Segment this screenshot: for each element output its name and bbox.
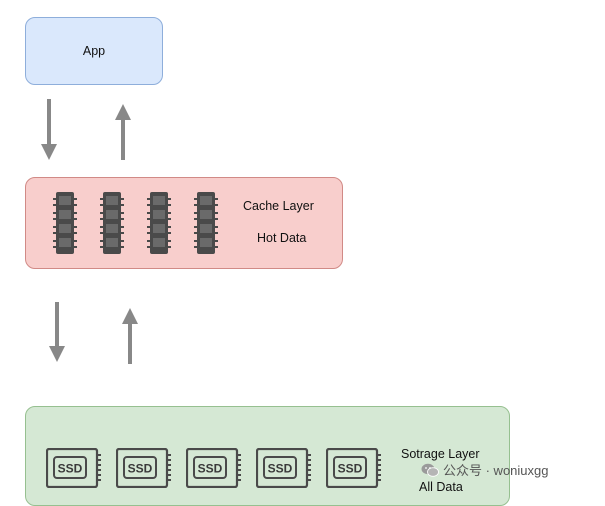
- ssd-label: SSD: [128, 462, 153, 476]
- arrow-down-app-to-cache: [41, 99, 57, 160]
- ssd-label: SSD: [58, 462, 83, 476]
- storage-layer-node: SSD SSD SSD SSD SSD Sotrage Layer All Data: [25, 406, 510, 506]
- app-label: App: [82, 44, 106, 58]
- arrows-layer: [41, 99, 138, 364]
- watermark: 公众号 · woniuxgg: [421, 460, 548, 479]
- watermark-text: 公众号 · woniuxgg: [443, 463, 549, 478]
- arrow-down-cache-to-storage: [49, 302, 65, 362]
- memory-modules: [52, 191, 218, 254]
- ssd-drive-icon: SSD: [186, 448, 241, 488]
- cache-layer-node: Cache Layer Hot Data: [25, 177, 343, 269]
- storage-layer-title: Sotrage Layer: [401, 447, 480, 461]
- app-node: App: [25, 17, 163, 85]
- ssd-label: SSD: [198, 462, 223, 476]
- cache-layer-title: Cache Layer: [243, 199, 314, 213]
- memory-module-icon: [193, 191, 218, 254]
- ssd-label: SSD: [338, 462, 363, 476]
- ssd-label: SSD: [268, 462, 293, 476]
- ssd-drive-icon: SSD: [256, 448, 311, 488]
- memory-module-icon: [146, 191, 171, 254]
- storage-layer-subtitle: All Data: [419, 480, 463, 494]
- arrow-up-cache-to-app: [115, 104, 131, 160]
- memory-module-icon: [52, 191, 77, 254]
- cache-layer-subtitle: Hot Data: [257, 231, 307, 245]
- ssd-drive-icon: SSD: [116, 448, 171, 488]
- ssd-drive-icon: SSD: [326, 448, 381, 488]
- memory-module-icon: [99, 191, 124, 254]
- arrow-up-storage-to-cache: [122, 308, 138, 364]
- wechat-icon: [421, 463, 439, 477]
- ssd-drive-icon: SSD: [46, 448, 101, 488]
